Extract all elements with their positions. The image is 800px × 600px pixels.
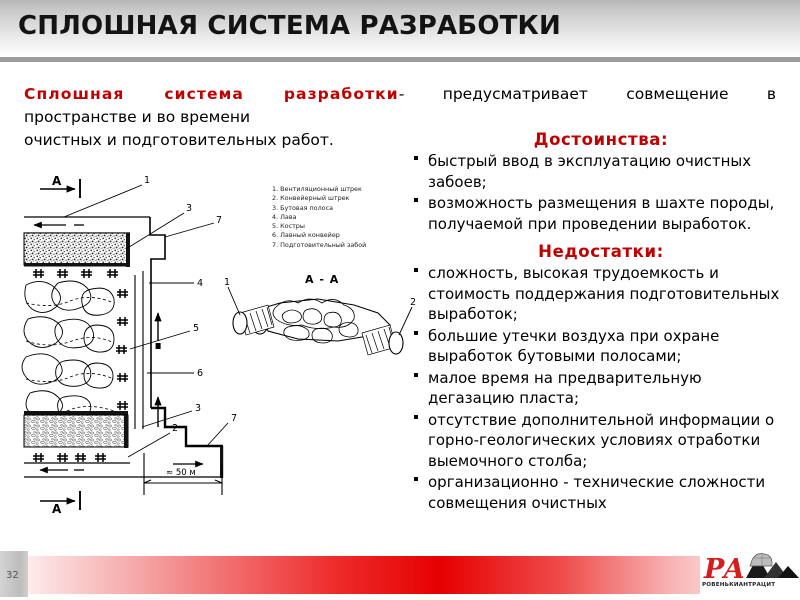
lava-face-rock-dashes (25, 297, 115, 414)
disadvantages-item-1: большие утечки воздуха при охране вырабо… (428, 326, 720, 366)
list-item: сложность, высокая трудоемкость и стоимо… (412, 263, 790, 325)
page-number-tab (0, 551, 28, 597)
intro-line-1-rest: предусматривает совмещение в (442, 85, 776, 103)
dimension-label: ≈ 50 м (166, 468, 196, 478)
bullet-square-icon (414, 477, 418, 481)
bullet-square-icon (414, 268, 418, 272)
legend-item-6: 6. Лавный конвейер (272, 231, 340, 240)
section-cut-label-bottom: A (52, 502, 62, 516)
advantages-item-1: возможность размещения в шахте породы, п… (428, 194, 775, 233)
intro-paragraph: Сплошная система разработки- предусматри… (24, 83, 784, 152)
logo-mountain-icon (746, 553, 799, 578)
plan-boundary (149, 217, 166, 408)
legend-item-1: 1. Вентиляционный штрек (272, 185, 362, 193)
cribs-row-lower (33, 453, 106, 462)
drift-end-edge (220, 446, 224, 478)
lava-face-rock (21, 280, 115, 419)
section-callout-2: 2 (410, 297, 416, 308)
list-item: быстрый ввод в эксплуатацию очистных заб… (412, 151, 790, 192)
list-item: возможность размещения в шахте породы, п… (412, 193, 790, 234)
callout-7: 7 (216, 215, 222, 226)
logo-caption: РОВЕНЬКИАНТРАЦИТ (702, 582, 776, 588)
section-cut-label-top: A (52, 174, 62, 188)
list-item: организационно - технические сложности с… (412, 472, 790, 513)
legend-item-3: 3. Бутовая полоса (272, 203, 333, 212)
section-view-label: A - A (305, 273, 339, 286)
preparatory-face-outline (151, 406, 223, 448)
legend-item-7: 7. Подготовительный забой (272, 240, 367, 249)
list-item: отсутствие дополнительной информации о г… (412, 410, 790, 472)
gob-pack-lower-edge (124, 415, 128, 448)
gob-pack-upper-base (24, 263, 128, 267)
intro-dash: - (398, 85, 405, 103)
section-right-end (388, 331, 404, 355)
section-callout-leaders (227, 286, 413, 336)
benefits-drawbacks-column: Достоинства: быстрый ввод в эксплуатацию… (412, 130, 790, 513)
pack-edge-dark (126, 233, 130, 267)
diagram-svg: A A 1 3 7 4 5 6 3 2 7 1 2 A - A ≈ 50 м (21, 174, 416, 516)
advantages-heading: Достоинства: (533, 130, 669, 149)
callout-5: 5 (193, 323, 199, 334)
section-mark-bottom (40, 491, 81, 510)
page-title: СПЛОШНАЯ СИСТЕМА РАЗРАБОТКИ (18, 11, 561, 41)
conveyor-direction-arrows (154, 312, 162, 427)
callout-7b: 7 (231, 413, 237, 424)
bullet-square-icon (414, 198, 418, 202)
section-rock-clusters (272, 298, 359, 344)
callout-2b: 2 (172, 423, 178, 434)
page-number: 32 (6, 570, 19, 581)
intro-line-1: Сплошная система разработки- предусматри… (24, 83, 776, 106)
list-item: малое время на предварительную дегазацию… (412, 368, 790, 409)
logo-mark: РА (704, 554, 745, 585)
conveyor-drift-outline (24, 462, 223, 478)
advantages-list: быстрый ввод в эксплуатацию очистных заб… (412, 151, 790, 234)
gob-pack-lower (23, 414, 129, 448)
section-mark-top (40, 179, 81, 198)
disadvantages-item-0: сложность, высокая трудоемкость и стоимо… (428, 264, 780, 323)
section-callout-1: 1 (224, 277, 230, 288)
legend-item-5: 5. Костры (272, 222, 305, 231)
footer-red-band (0, 556, 800, 594)
callout-4: 4 (197, 278, 203, 289)
disadvantages-heading: Недостатки: (538, 242, 664, 261)
legend-item-2: 2. Конвейерный штрек (272, 194, 350, 203)
intro-line-2: пространстве и во времени (24, 108, 251, 126)
disadvantages-item-3: отсутствие дополнительной информации о г… (428, 410, 775, 470)
callout-3: 3 (186, 203, 192, 214)
company-logo: РА РОВЕНЬКИАНТРАЦИТ (700, 548, 800, 596)
disadvantages-item-4: организационно - технические сложности с… (428, 473, 766, 512)
intro-line-3: очистных и подготовительных работ. (24, 131, 334, 149)
callout-3b: 3 (195, 403, 201, 414)
header-divider (0, 57, 800, 62)
mining-scheme-diagram: A A 1 3 7 4 5 6 3 2 7 1 2 A - A ≈ 50 м 1… (18, 165, 418, 535)
cribs-row-upper (33, 269, 118, 278)
lava-conveyor-channel (134, 271, 144, 429)
disadvantages-list: сложность, высокая трудоемкость и стоимо… (412, 263, 790, 513)
bullet-square-icon (414, 330, 418, 335)
diagram-legend: 1. Вентиляционный штрек 2. Конвейерный ш… (272, 185, 432, 250)
intro-lead-term: Сплошная система разработки (24, 85, 399, 103)
callout-leader-lines (63, 184, 229, 458)
gob-pack-upper (23, 232, 129, 266)
gob-pack-lower-top (24, 411, 128, 415)
bullet-square-icon (414, 414, 418, 419)
advantages-item-0: быстрый ввод в эксплуатацию очистных заб… (428, 152, 752, 191)
disadvantages-item-2: малое время на предварительную дегазацию… (428, 368, 702, 408)
list-item: большие утечки воздуха при охране вырабо… (412, 326, 790, 367)
callout-1: 1 (144, 175, 150, 186)
section-view-aa (227, 286, 413, 356)
legend-item-4: 4. Лава (272, 212, 297, 221)
bullet-square-icon (414, 156, 418, 160)
section-left-end (232, 311, 248, 335)
slide-header-bar (0, 0, 800, 57)
callout-6: 6 (197, 368, 203, 379)
bullet-square-icon (414, 372, 418, 377)
dimension-line (143, 453, 223, 495)
